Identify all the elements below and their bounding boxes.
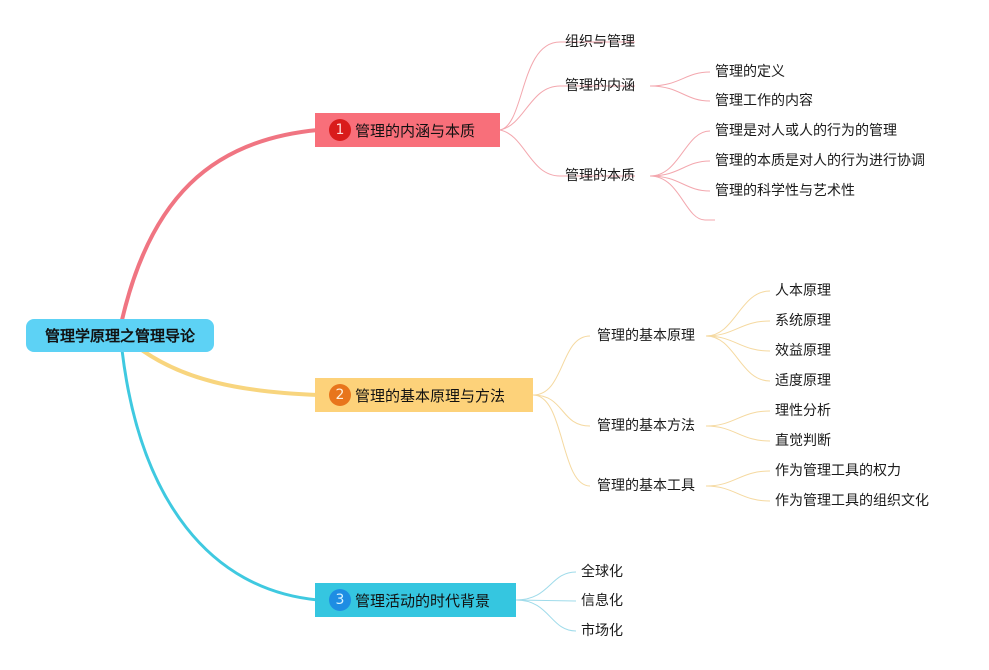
branch1-links <box>499 41 715 221</box>
branch-3-label: 管理活动的时代背景 <box>355 591 491 610</box>
branch3-links <box>515 571 577 632</box>
leaf-1-3-2[interactable]: 管理的本质是对人的行为进行协调 <box>715 153 925 169</box>
branch-3-topic[interactable]: 3 管理活动的时代背景 <box>315 583 516 617</box>
connector-root-branch3 <box>120 349 319 602</box>
subtopic-2-3[interactable]: 管理的基本工具 <box>597 478 695 494</box>
leaf-2-1-1[interactable]: 人本原理 <box>775 283 831 299</box>
leaf-2-3-1[interactable]: 作为管理工具的权力 <box>775 463 901 479</box>
number-badge-3: 3 <box>329 589 351 611</box>
subtopic-3-2[interactable]: 信息化 <box>581 593 623 609</box>
leaf-2-1-4[interactable]: 适度原理 <box>775 373 831 389</box>
leaf-2-1-3[interactable]: 效益原理 <box>775 343 831 359</box>
number-badge-2: 2 <box>329 384 351 406</box>
branch2-links <box>532 290 771 502</box>
subtopic-2-1[interactable]: 管理的基本原理 <box>597 328 695 344</box>
leaf-2-2-1[interactable]: 理性分析 <box>775 403 831 419</box>
subtopic-1-3[interactable]: 管理的本质 <box>565 168 635 184</box>
subtopic-1-2[interactable]: 管理的内涵 <box>565 78 635 94</box>
connector-root-branch2 <box>133 343 319 397</box>
subtopic-1-1[interactable]: 组织与管理 <box>565 34 635 50</box>
branch-2-topic[interactable]: 2 管理的基本原理与方法 <box>315 378 533 412</box>
branch-1-topic[interactable]: 1 管理的内涵与本质 <box>315 113 500 147</box>
subtopic-2-2[interactable]: 管理的基本方法 <box>597 418 695 434</box>
branch-2-label: 管理的基本原理与方法 <box>355 386 506 405</box>
leaf-2-1-2[interactable]: 系统原理 <box>775 313 831 329</box>
leaf-2-2-2[interactable]: 直觉判断 <box>775 433 831 449</box>
subtopic-3-1[interactable]: 全球化 <box>581 564 623 580</box>
leaf-1-2-1[interactable]: 管理的定义 <box>715 64 785 80</box>
subtopic-3-3[interactable]: 市场化 <box>581 623 623 639</box>
number-badge-1: 1 <box>329 119 351 141</box>
root-topic[interactable]: 管理学原理之管理导论 <box>26 319 214 352</box>
leaf-1-2-2[interactable]: 管理工作的内容 <box>715 93 813 109</box>
branch-1-label: 管理的内涵与本质 <box>355 121 476 140</box>
leaf-2-3-2[interactable]: 作为管理工具的组织文化 <box>775 493 929 509</box>
leaf-1-3-1[interactable]: 管理是对人或人的行为的管理 <box>715 123 897 139</box>
connector-root-branch1 <box>120 128 319 321</box>
leaf-1-3-3[interactable]: 管理的科学性与艺术性 <box>715 183 855 199</box>
